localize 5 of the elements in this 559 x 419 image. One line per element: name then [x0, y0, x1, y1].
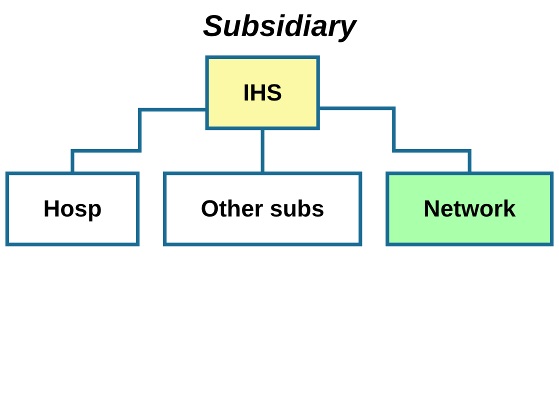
node-box: IHS: [205, 55, 320, 130]
node-box: Other subs: [162, 172, 362, 246]
diagram-title: Subsidiary: [202, 10, 358, 45]
node-box: Hosp: [5, 172, 140, 246]
node-box: Network: [386, 172, 554, 246]
